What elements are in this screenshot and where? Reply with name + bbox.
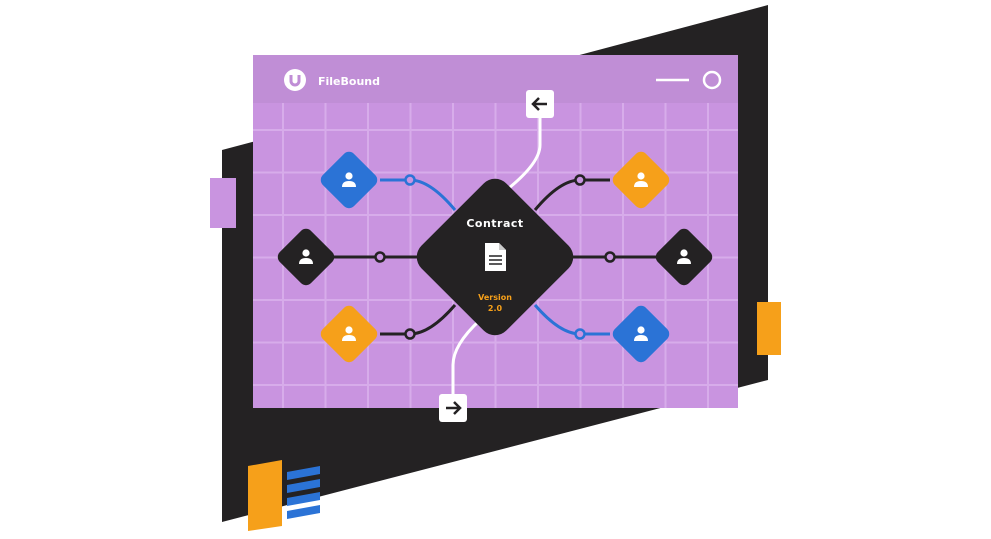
purple-tab bbox=[210, 178, 236, 228]
document-icon bbox=[485, 243, 506, 271]
user-node[interactable] bbox=[318, 149, 380, 211]
connector-nodes bbox=[374, 174, 616, 340]
arrow-right-icon bbox=[446, 401, 462, 415]
user-icon bbox=[342, 326, 356, 341]
forward-arrow-button[interactable] bbox=[439, 394, 467, 422]
app-title: FileBound bbox=[318, 75, 380, 88]
user-node[interactable] bbox=[318, 303, 380, 365]
blue-stripes bbox=[287, 466, 320, 519]
user-node[interactable] bbox=[653, 226, 715, 288]
contract-title: Contract bbox=[466, 217, 523, 230]
contract-node[interactable]: Contract Version 2.0 bbox=[410, 172, 580, 342]
user-icon bbox=[677, 249, 691, 264]
orange-accent bbox=[248, 460, 282, 531]
maximize-button[interactable] bbox=[702, 70, 722, 90]
user-node[interactable] bbox=[610, 149, 672, 211]
version-label: Version bbox=[478, 293, 512, 302]
version-number: 2.0 bbox=[488, 304, 503, 313]
user-node[interactable] bbox=[275, 226, 337, 288]
arrow-left-icon bbox=[531, 97, 547, 111]
user-icon bbox=[342, 172, 356, 187]
orange-tab bbox=[757, 302, 781, 355]
back-arrow-button[interactable] bbox=[526, 90, 554, 118]
app-logo bbox=[284, 69, 306, 91]
user-icon bbox=[634, 172, 648, 187]
logo-u-icon bbox=[289, 75, 301, 87]
user-icon bbox=[299, 249, 313, 264]
user-node[interactable] bbox=[610, 303, 672, 365]
user-icon bbox=[634, 326, 648, 341]
